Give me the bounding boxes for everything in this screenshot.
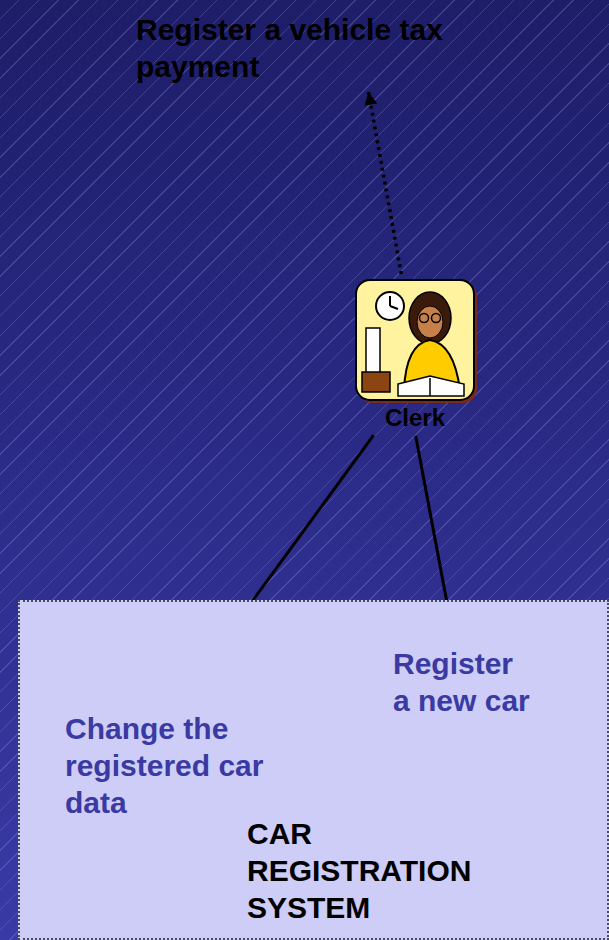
dependency-arrow bbox=[369, 92, 402, 274]
use-case-name: Register a new car bbox=[393, 645, 534, 719]
use-case-name: Register a vehicle tax payment bbox=[136, 11, 476, 85]
book-spine bbox=[429, 378, 431, 396]
book bbox=[398, 376, 464, 396]
system-boundary: CAR REGISTRATION SYSTEM Register a new ca… bbox=[18, 600, 609, 940]
hair bbox=[409, 292, 451, 344]
use-case-label: Register a new car bbox=[390, 642, 533, 722]
system-name: CAR REGISTRATION SYSTEM bbox=[247, 815, 487, 926]
actor: Clerk bbox=[350, 278, 480, 432]
icon-frame bbox=[356, 280, 474, 400]
use-case-label: Change the registered car data bbox=[62, 707, 267, 824]
clock-face bbox=[376, 292, 404, 320]
paper-roll bbox=[366, 328, 380, 374]
clock-hands bbox=[390, 296, 398, 309]
use-case-name: Change the registered car data bbox=[65, 710, 305, 821]
adding-machine bbox=[362, 372, 390, 392]
use-case-label: Register a vehicle tax payment bbox=[133, 8, 446, 88]
actor-name: Clerk bbox=[350, 403, 480, 432]
glasses bbox=[420, 314, 429, 323]
face bbox=[417, 306, 443, 338]
glasses bbox=[432, 314, 441, 323]
